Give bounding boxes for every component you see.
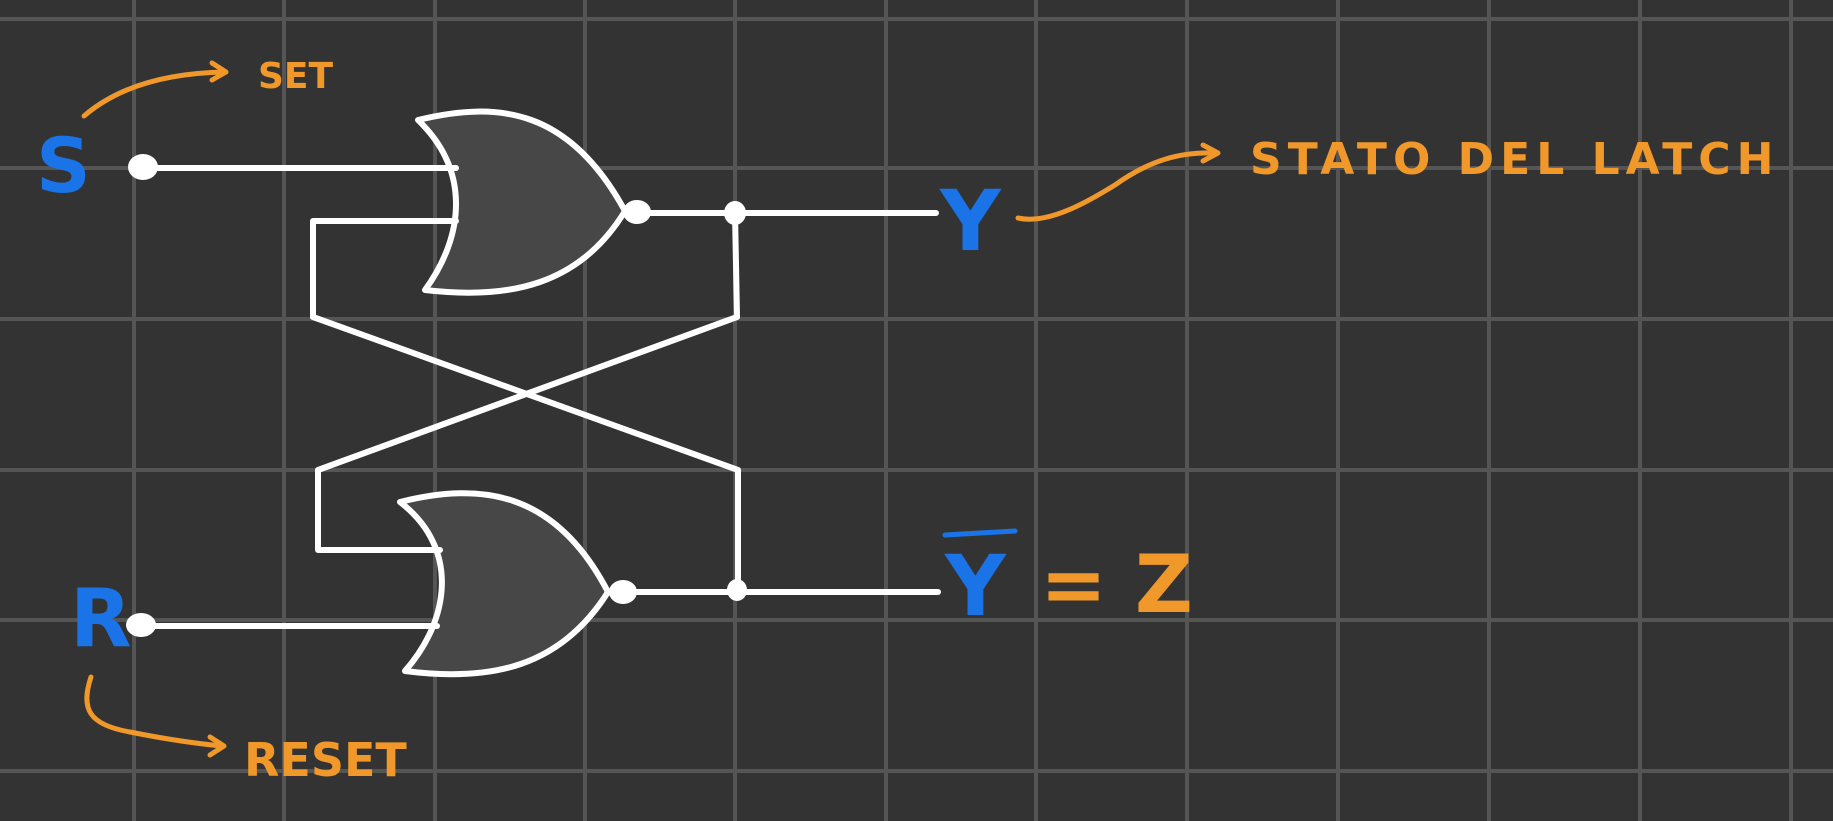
y-junction-dot xyxy=(724,201,746,225)
s-input-label: S xyxy=(36,121,91,210)
set-arrow xyxy=(81,69,228,119)
set-label: SET xyxy=(258,56,334,97)
r-input-label: R xyxy=(70,572,132,665)
y-bar-output-label: Y xyxy=(944,537,1007,635)
annotation-arrows xyxy=(81,60,1221,758)
nor-top-bubble xyxy=(623,200,651,224)
wires xyxy=(138,165,941,629)
wire-y-feedback xyxy=(315,210,740,553)
stato-arrowhead xyxy=(1200,142,1221,164)
nor-gate-top xyxy=(415,108,628,296)
y-output-label: Y xyxy=(939,172,1002,270)
equals-z-label: = Z xyxy=(1040,538,1193,631)
nor-bottom-bubble xyxy=(609,580,637,604)
s-terminal-dot xyxy=(128,154,158,180)
r-terminal-dot xyxy=(126,613,156,637)
junctions xyxy=(126,154,747,637)
reset-arrowhead xyxy=(207,734,227,758)
ybar-junction-dot xyxy=(727,579,747,601)
stato-arrow xyxy=(1015,150,1218,222)
stato-del-latch-label: STATO DEL LATCH xyxy=(1250,134,1779,185)
set-arrowhead xyxy=(209,60,229,83)
reset-label: RESET xyxy=(244,733,407,787)
ybar-overline xyxy=(942,528,1018,538)
nor-gate-bottom xyxy=(397,490,611,678)
reset-arrow xyxy=(84,674,225,749)
